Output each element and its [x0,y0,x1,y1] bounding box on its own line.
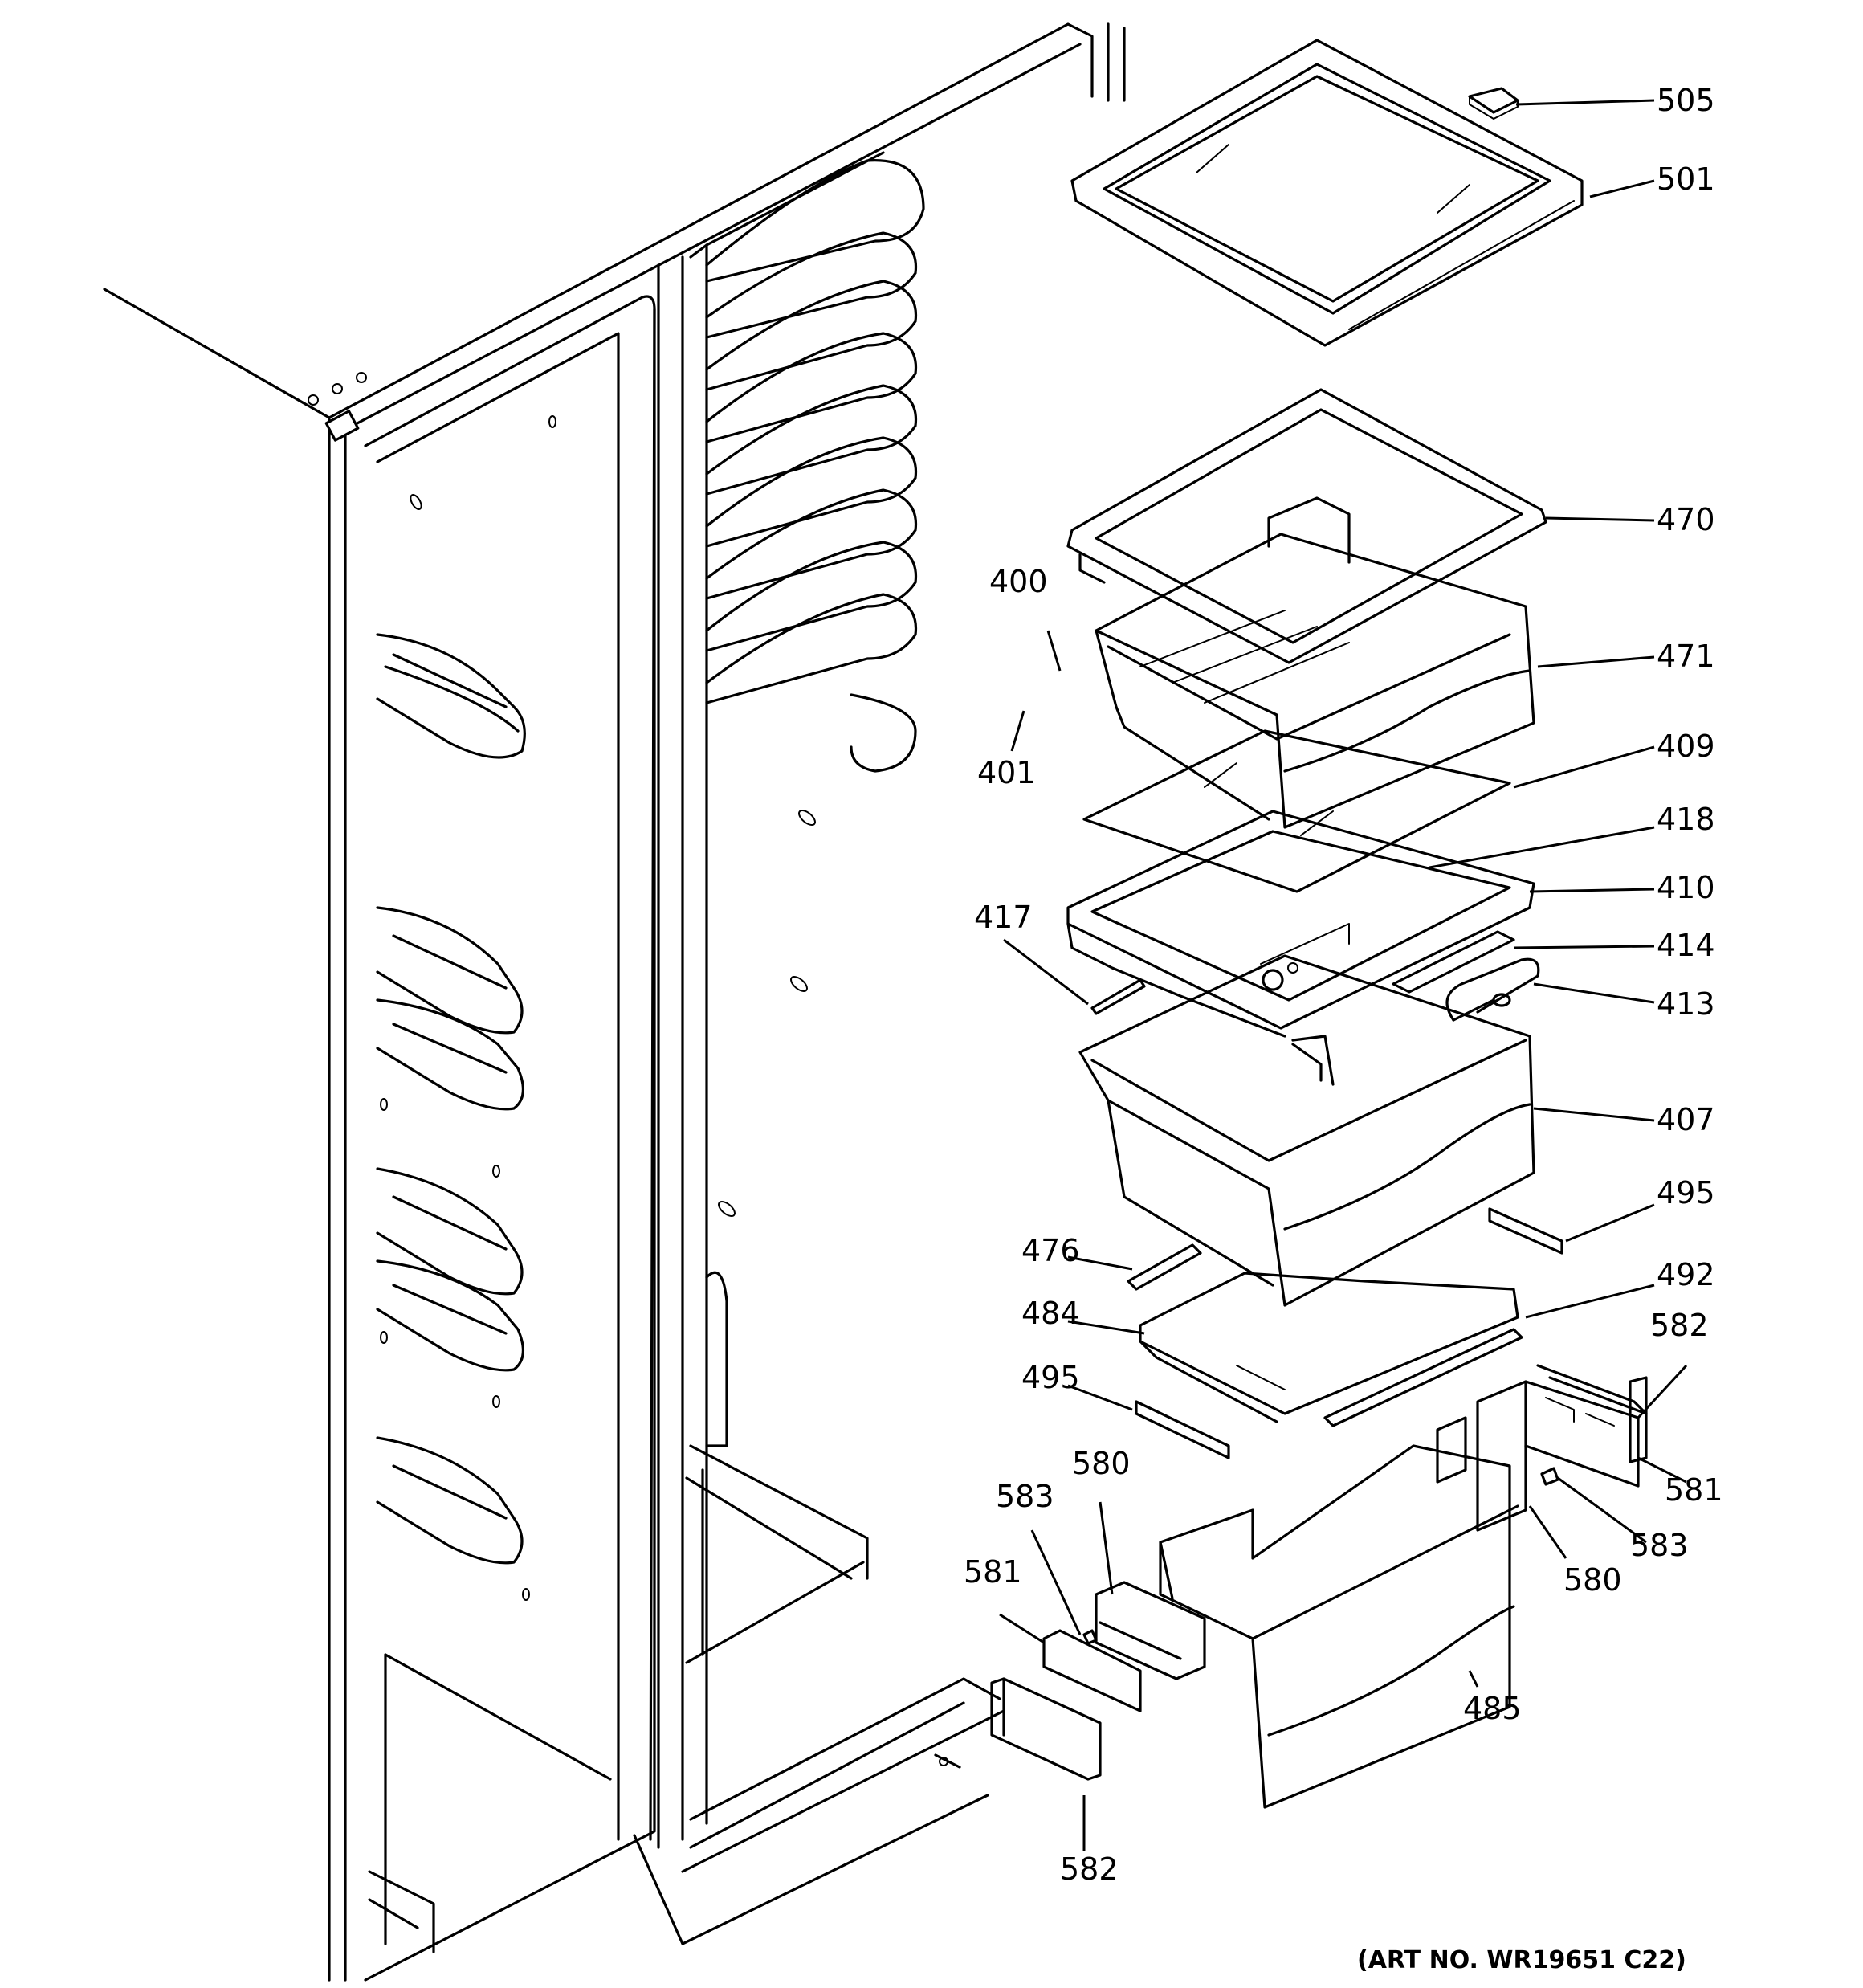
part-485-bin [1159,1444,1519,1809]
part-492-rail [1323,1328,1523,1427]
callout-471: 471 [1657,639,1715,674]
callout-581-left: 581 [964,1554,1022,1590]
callout-470: 470 [1657,502,1715,537]
shelf-rails [705,159,925,773]
callout-485: 485 [1463,1691,1522,1726]
callout-582-right: 582 [1650,1308,1709,1343]
part-501-glass-shelf [1070,39,1584,347]
part-484-tray [1139,1272,1519,1423]
callout-580-left: 580 [1072,1446,1131,1481]
part-580-581-582-583-left [990,1581,1206,1781]
callout-495-lower: 495 [1021,1360,1080,1395]
callout-401: 401 [977,755,1036,790]
part-407-lower-drawer [1078,954,1535,1307]
callout-labels: 505 501 470 471 409 418 410 414 413 407 … [964,83,1723,1887]
leader-lines [999,99,1688,1851]
part-495-rail-lower [1135,1400,1230,1459]
callout-484: 484 [1021,1296,1080,1331]
part-471-crisper-drawer [1095,496,1535,829]
part-413-control [1445,957,1540,1022]
callout-580-right: 580 [1563,1562,1622,1598]
callout-582-left: 582 [1060,1851,1119,1887]
callout-407: 407 [1657,1102,1715,1137]
part-495-rail-upper [1488,1207,1563,1255]
part-417-rod [1090,978,1146,1015]
callout-409: 409 [1657,729,1715,764]
part-476-rail [1127,1243,1202,1291]
callout-413: 413 [1657,986,1715,1022]
part-414-slider [1392,930,1515,994]
part-409-glass [1082,729,1511,893]
part-470-cover-frame [1066,388,1547,664]
callout-417: 417 [974,900,1033,935]
fresh-food-cabinet [103,22,1126,1982]
callout-583-left: 583 [996,1479,1054,1514]
callout-418: 418 [1657,802,1715,837]
callout-505: 505 [1657,83,1715,118]
callout-414: 414 [1657,928,1715,963]
art-number: (ART NO. WR19651 C22) [1357,1946,1686,1974]
callout-501: 501 [1657,161,1715,197]
callout-581-right: 581 [1665,1472,1723,1508]
part-580-581-582-583-right [1436,1364,1648,1532]
part-410-crisper-frame [1066,810,1535,1038]
callout-492: 492 [1657,1257,1715,1292]
part-505-clip [1468,87,1519,120]
callout-400: 400 [989,564,1048,599]
callout-410: 410 [1657,870,1715,905]
callout-495-upper: 495 [1657,1175,1715,1210]
callout-583-right: 583 [1630,1528,1689,1563]
door-bins [376,415,816,1601]
callout-476: 476 [1021,1233,1080,1268]
